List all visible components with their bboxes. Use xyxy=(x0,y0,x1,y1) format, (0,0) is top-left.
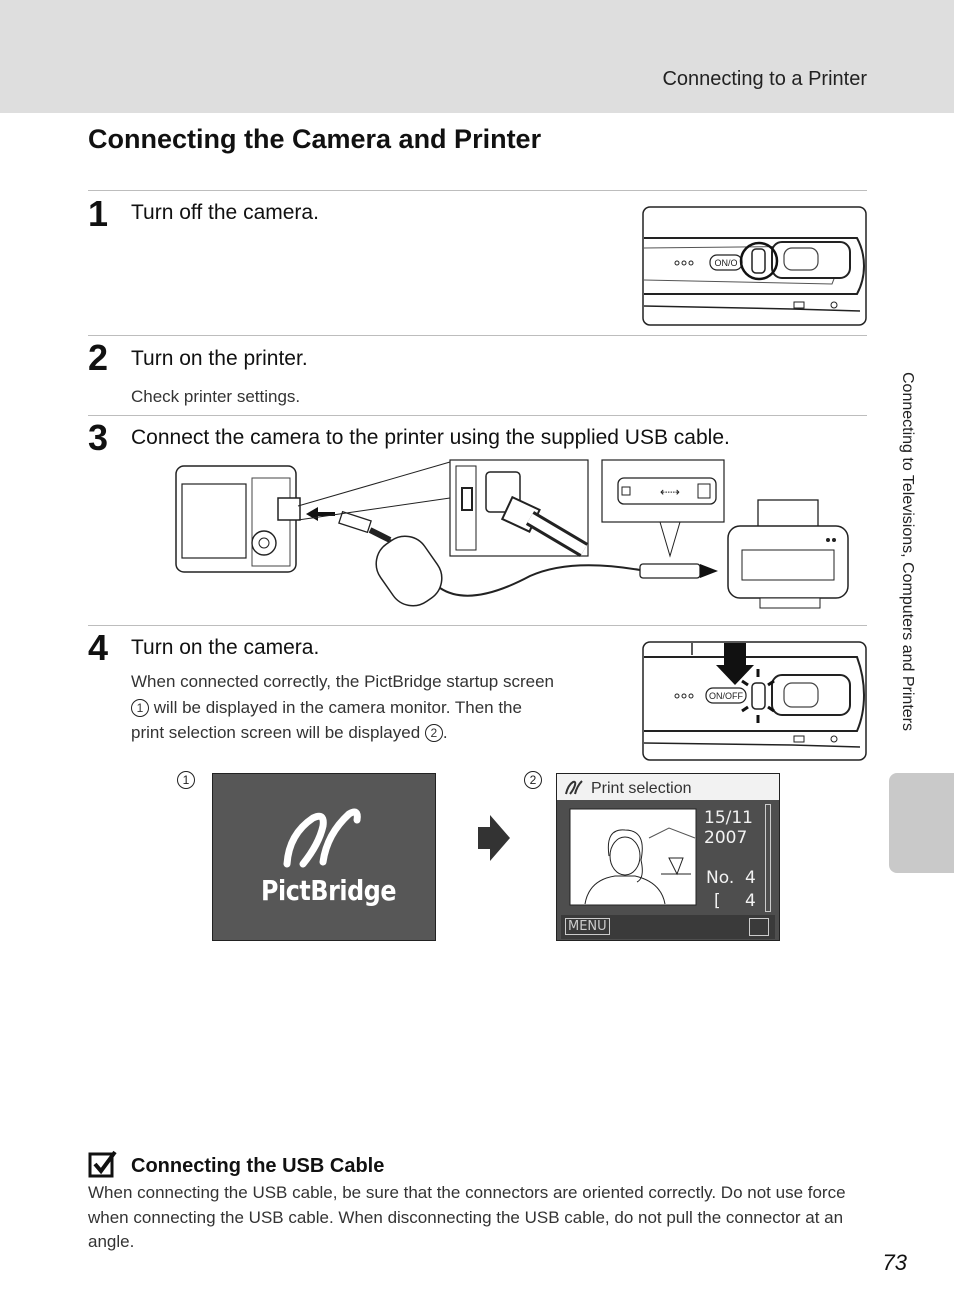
side-tab-label: Connecting to Televisions, Computers and… xyxy=(899,372,916,731)
note-text: When connecting the USB cable, be sure t… xyxy=(88,1183,846,1251)
svg-text:⇠⇢: ⇠⇢ xyxy=(660,485,680,499)
image-number-value: 4 xyxy=(745,868,756,888)
menu-label: MENU xyxy=(565,918,610,935)
image-number-label: No. xyxy=(706,868,735,888)
page-title: Connecting the Camera and Printer xyxy=(88,124,542,154)
screen-label-1: 1 xyxy=(177,771,195,789)
screen-bottom-bar: MENU xyxy=(561,915,775,939)
header-band xyxy=(0,0,954,113)
step-subtext: When connected correctly, the PictBridge… xyxy=(131,669,611,746)
divider xyxy=(88,625,867,626)
pictbridge-small-icon xyxy=(565,780,583,795)
note-title: Connecting the USB Cable xyxy=(131,1155,385,1177)
step-text: Connect the camera to the printer using … xyxy=(131,426,730,449)
step-number: 3 xyxy=(88,417,109,458)
screen-title: Print selection xyxy=(591,780,692,797)
step-subtext: Check printer settings. xyxy=(131,387,301,406)
arrow-right-icon xyxy=(478,815,510,861)
checkmark-icon xyxy=(88,1150,117,1178)
step-number: 4 xyxy=(88,627,109,668)
photo-thumbnail xyxy=(569,808,697,906)
step-subtext-fragment: . xyxy=(442,723,448,742)
step-number: 2 xyxy=(88,337,109,378)
step-text: Turn on the camera. xyxy=(131,636,320,659)
count-bracket: [ xyxy=(714,891,721,911)
thumbnail-view-icon xyxy=(749,918,769,936)
camera-power-off-illustration: ON/O xyxy=(642,206,867,326)
divider xyxy=(88,335,867,336)
divider xyxy=(88,415,867,416)
usb-plug xyxy=(338,510,641,607)
usb-connection-illustration: ⇠⇢ xyxy=(175,459,849,609)
step-subtext-line: 1 will be displayed in the camera monito… xyxy=(131,695,611,721)
step-subtext-line: When connected correctly, the PictBridge… xyxy=(131,672,554,691)
ref-number-2: 2 xyxy=(424,724,443,742)
print-selection-screen: Print selection 15/11 2007 No. 4 [ 4 MEN… xyxy=(556,773,780,941)
scrollbar xyxy=(765,804,771,912)
side-tab xyxy=(889,773,954,873)
camera-power-on-illustration: ON/OFF xyxy=(642,641,867,761)
step-subtext-line: print selection screen will be displayed… xyxy=(131,720,611,746)
printer-illustration xyxy=(727,499,849,609)
step-text: Turn on the printer. xyxy=(131,347,308,370)
count-value: 4 xyxy=(745,891,756,911)
pictbridge-startup-screen: PictBridge xyxy=(212,773,436,941)
step-number: 1 xyxy=(88,193,109,234)
page-number: 73 xyxy=(882,1250,907,1275)
pictbridge-label: PictBridge xyxy=(261,874,397,907)
divider xyxy=(88,190,867,191)
power-button-label: ON/O xyxy=(714,258,737,268)
pictbridge-logo-icon xyxy=(283,808,361,868)
usb-symbol-callout: ⇠⇢ xyxy=(601,459,725,558)
screen-label-2: 2 xyxy=(524,771,542,789)
screen-title-bar: Print selection xyxy=(557,774,779,800)
port-detail xyxy=(449,459,589,557)
step-text: Turn off the camera. xyxy=(131,201,319,224)
date-day: 15/11 xyxy=(704,808,753,828)
date-year: 2007 xyxy=(704,828,748,848)
step-subtext-fragment: will be displayed in the camera monitor.… xyxy=(153,697,522,717)
camera-illustration xyxy=(175,465,301,573)
step-subtext-fragment: print selection screen will be displayed xyxy=(131,723,421,742)
ref-number-1: 1 xyxy=(131,698,149,717)
power-button-label: ON/OFF xyxy=(709,691,743,701)
running-head: Connecting to a Printer xyxy=(662,68,867,90)
